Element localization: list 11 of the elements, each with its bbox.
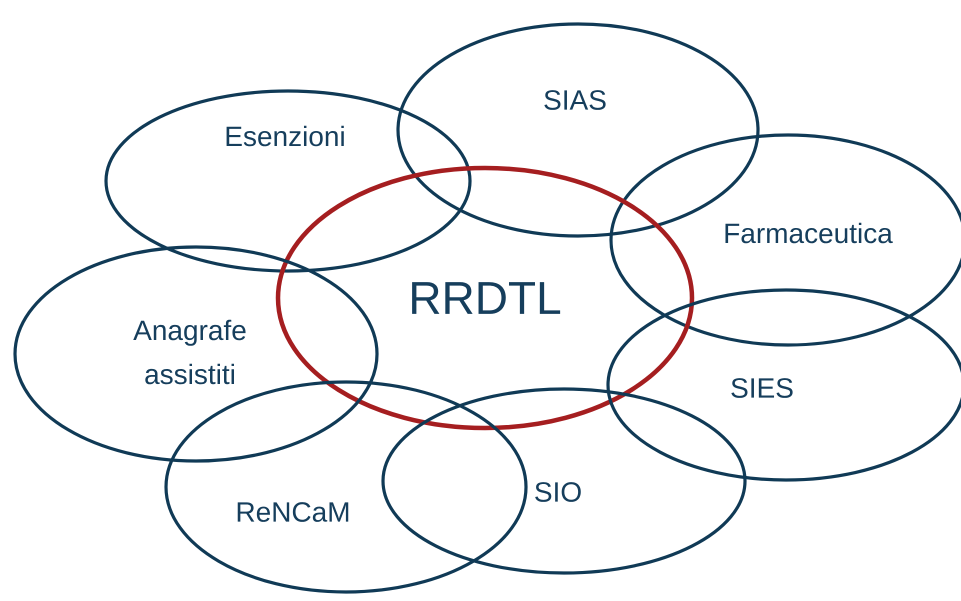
ellipse-label: Farmaceutica: [725, 222, 893, 244]
ellipse-label: SIAS: [544, 90, 606, 110]
ellipse-label: SIES: [731, 378, 793, 398]
ellipse-label: ReNCaM: [238, 502, 348, 522]
ellipse-label: RRDTL: [412, 282, 560, 314]
ellipse: [276, 166, 694, 430]
ellipse: [13, 245, 379, 463]
ellipse-label: Anagrafe assistiti: [133, 320, 246, 384]
ellipse-label: SIO: [535, 482, 581, 502]
ellipse: [104, 89, 472, 273]
ellipse-label: Esenzioni: [226, 126, 344, 146]
